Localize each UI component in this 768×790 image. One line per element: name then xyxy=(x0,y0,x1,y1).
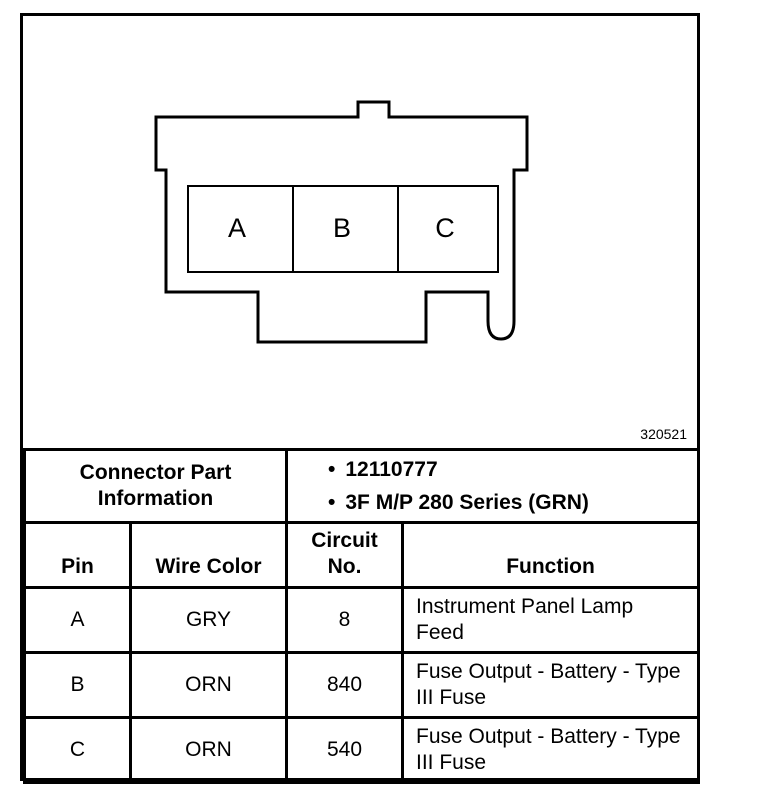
part-info-row: Connector Part Information 12110777 3F M… xyxy=(22,448,701,524)
row-c-circuit: 540 xyxy=(285,716,405,784)
connector-frame: A B C 320521 Connector Part Information … xyxy=(20,13,701,784)
row-b-function-text: Fuse Output - Battery - Type III Fuse xyxy=(416,660,681,709)
connector-diagram: A B C 320521 xyxy=(23,16,697,448)
row-a-wire-color: GRY xyxy=(128,586,289,654)
row-b-function: Fuse Output - Battery - Type III Fuse xyxy=(401,651,701,719)
row-b-pin: B xyxy=(23,651,132,719)
pin-cavity-c xyxy=(397,185,499,273)
part-info-label: Connector Part Information xyxy=(22,448,289,524)
connector-outline-drawing xyxy=(154,100,529,344)
row-c-function: Fuse Output - Battery - Type III Fuse xyxy=(401,716,701,784)
header-function: Function xyxy=(401,521,701,589)
part-info-values: 12110777 3F M/P 280 Series (GRN) xyxy=(285,448,701,524)
table-header-row: Pin Wire Color Circuit No. Function xyxy=(23,521,701,589)
connector-info-table: Connector Part Information 12110777 3F M… xyxy=(22,448,701,784)
header-circuit-no-text: Circuit No. xyxy=(311,529,378,578)
row-c-pin: C xyxy=(23,716,132,784)
part-number: 12110777 xyxy=(328,453,697,486)
table-row: C ORN 540 Fuse Output - Battery - Type I… xyxy=(23,716,701,784)
header-wire-color: Wire Color xyxy=(128,521,289,589)
table-row: A GRY 8 Instrument Panel Lamp Feed xyxy=(23,586,701,654)
figure-number: 320521 xyxy=(640,426,687,442)
row-c-function-text: Fuse Output - Battery - Type III Fuse xyxy=(416,725,681,774)
table-row: B ORN 840 Fuse Output - Battery - Type I… xyxy=(23,651,701,719)
header-pin: Pin xyxy=(23,521,132,589)
connector-body-outline xyxy=(154,100,529,344)
row-a-function-text: Instrument Panel Lamp Feed xyxy=(416,595,634,644)
row-c-wire-color: ORN xyxy=(128,716,289,784)
pin-label-b: B xyxy=(332,213,351,243)
row-b-wire-color: ORN xyxy=(128,651,289,719)
row-a-pin: A xyxy=(23,586,132,654)
row-b-circuit: 840 xyxy=(285,651,405,719)
part-series: 3F M/P 280 Series (GRN) xyxy=(328,486,697,519)
header-circuit-no: Circuit No. xyxy=(285,521,405,589)
pin-label-c: C xyxy=(435,213,455,243)
row-a-circuit: 8 xyxy=(285,586,405,654)
row-a-function: Instrument Panel Lamp Feed xyxy=(401,586,701,654)
pin-label-a: A xyxy=(227,213,246,243)
